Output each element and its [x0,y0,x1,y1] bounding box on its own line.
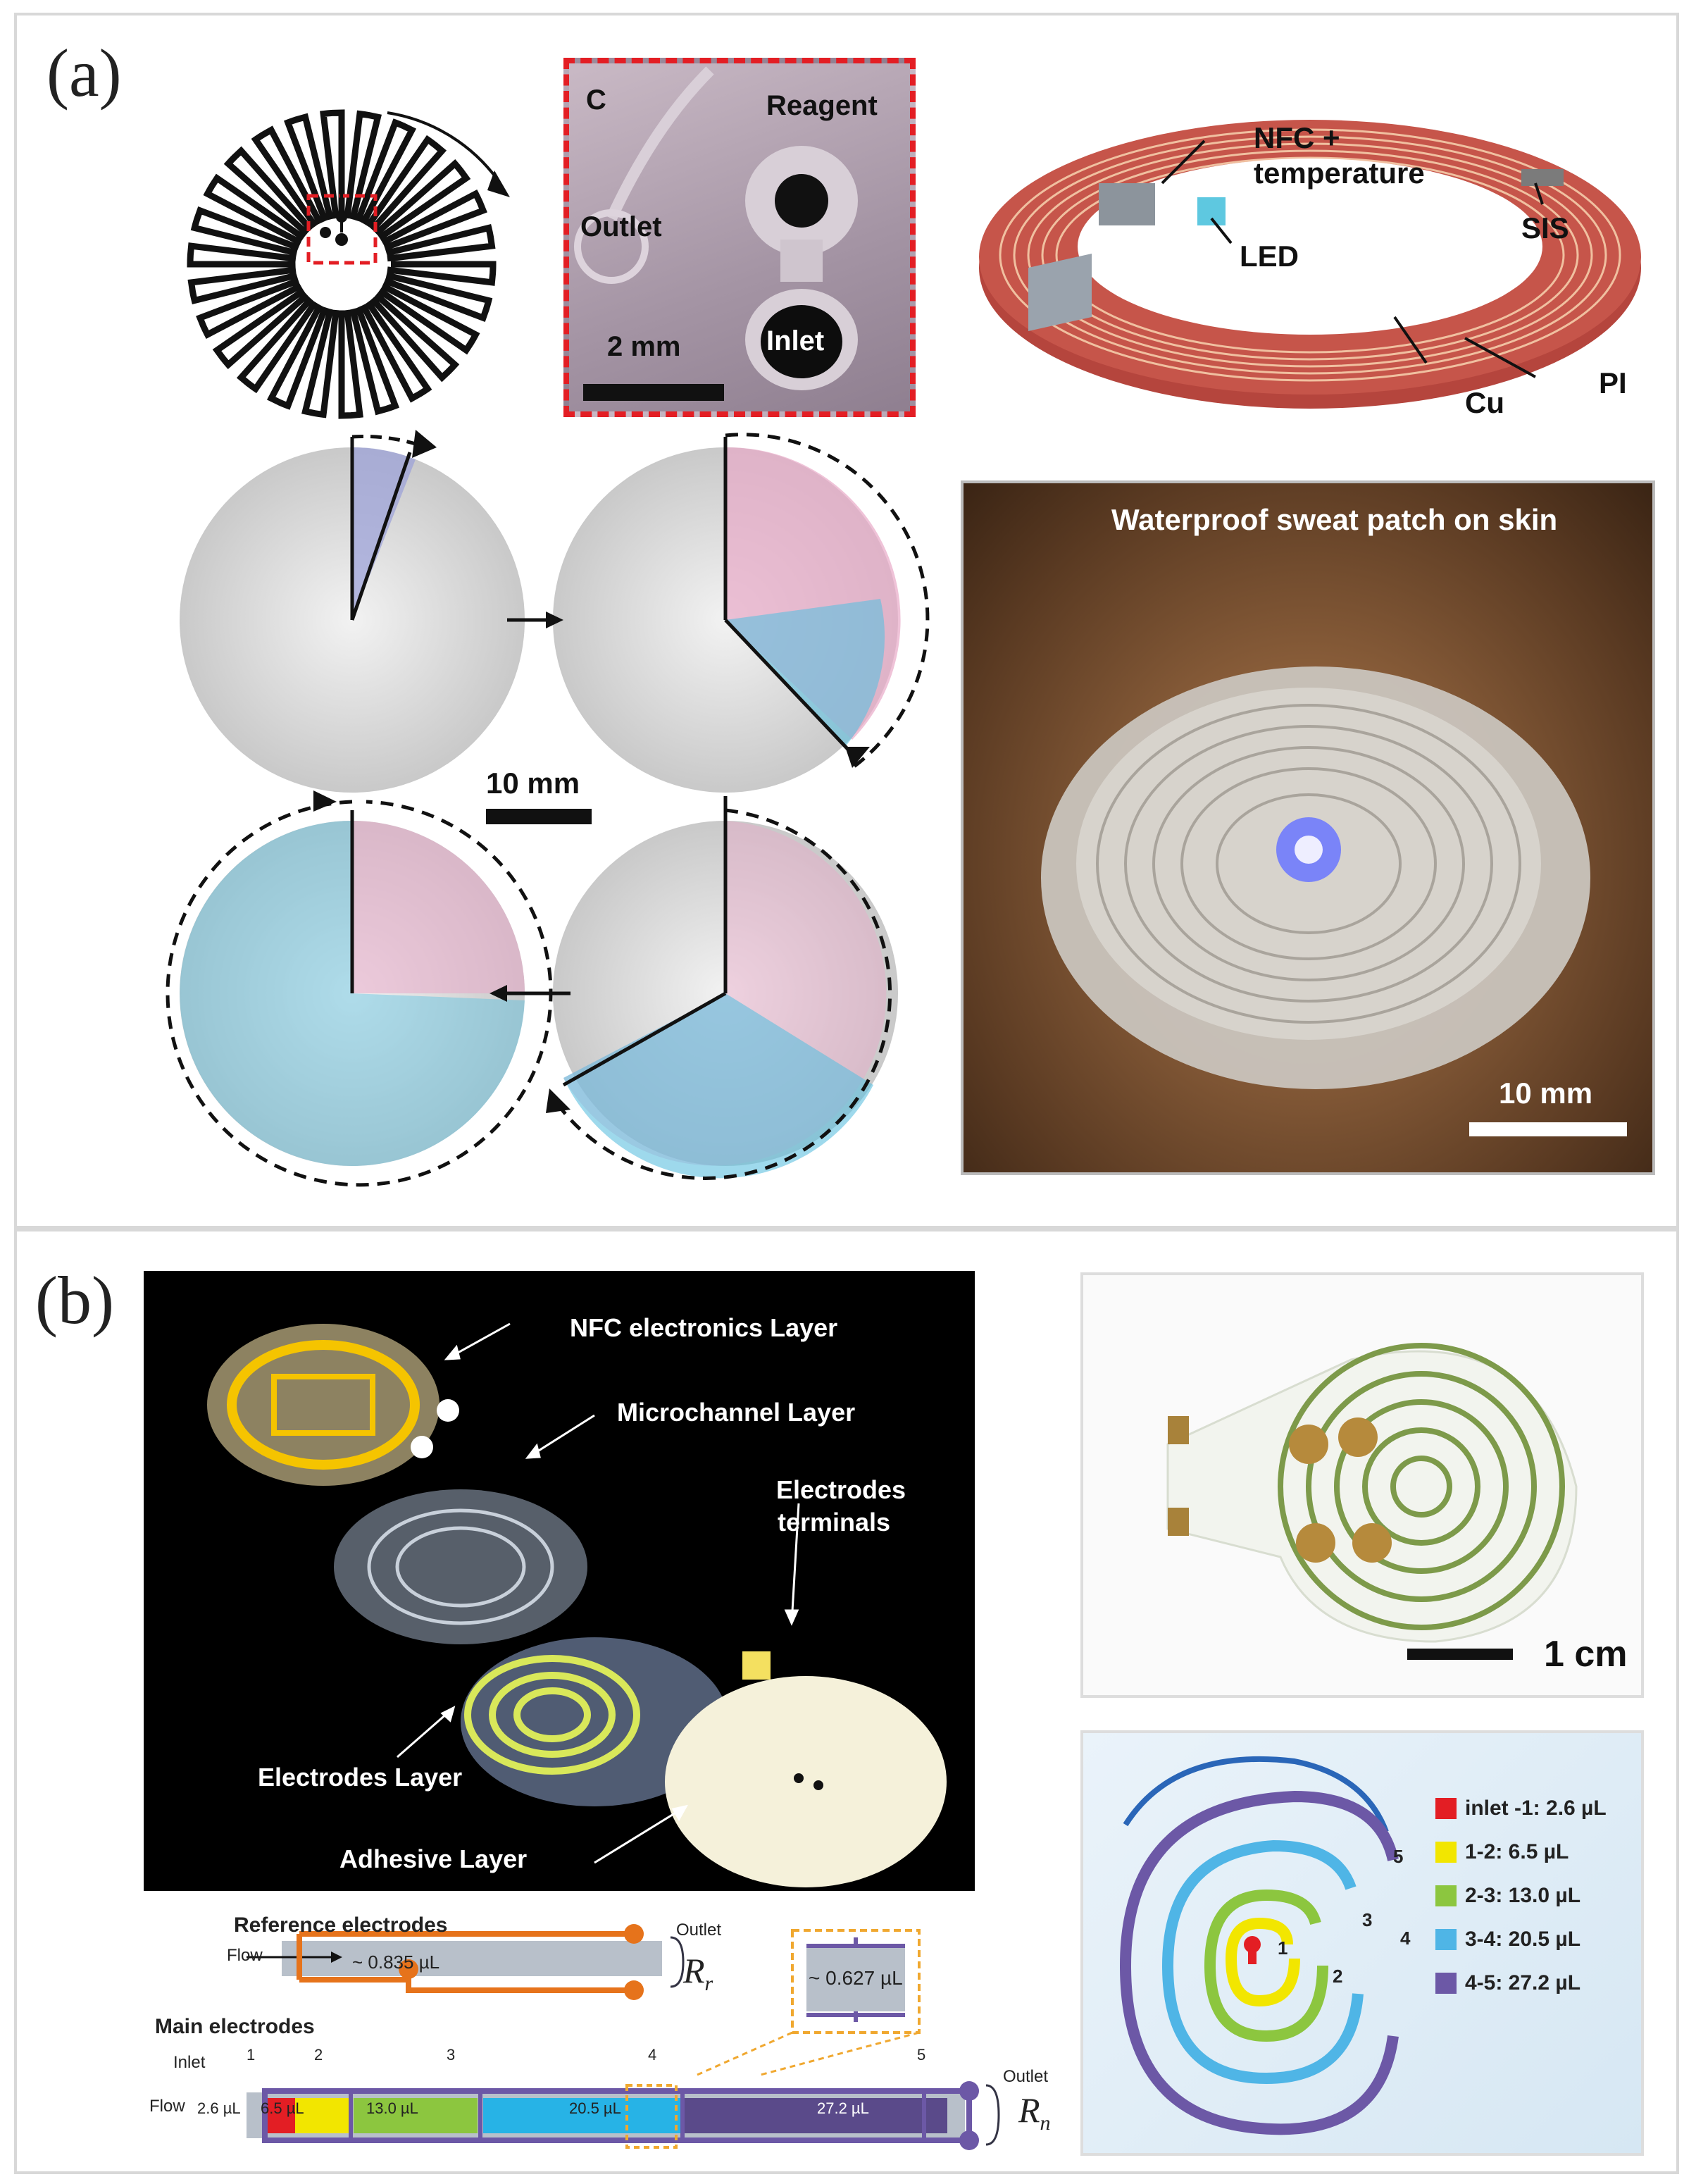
volume-legend: inlet -1: 2.6 µL 1-2: 6.5 µL 2-3: 13.0 µL 3… [1435,1797,1607,2015]
patch-scale-label: 10 mm [1499,1077,1593,1110]
outlet-label: Outlet [580,211,662,242]
rn-subscript: n [1040,2111,1051,2135]
segment-3-label: 13.0 µL [366,2099,418,2117]
spiral-scale-label: 1 cm [1544,1634,1628,1675]
spiral-marker-4: 4 [1400,1928,1411,1949]
pi-label: PI [1599,366,1627,399]
marker-1: 1 [247,2046,256,2064]
layer-nfc-label: NFC electronics Layer [570,1313,838,1342]
marker-2: 2 [314,2046,323,2064]
legend-label: 4-5: 27.2 µL [1465,1971,1581,1994]
main-flow-label: Flow [149,2097,185,2116]
rn-symbol: R [1018,2090,1040,2130]
spiral-marker-3: 3 [1362,1909,1373,1930]
segment-5-label: 27.2 µL [817,2099,869,2117]
led-label: LED [1240,240,1299,273]
marker-3: 3 [447,2046,456,2064]
main-outlet-label: Outlet [1003,2067,1049,2086]
spiral-marker-5: 5 [1393,1846,1404,1867]
inlet-zoom-photo: C Outlet Reagent Inlet 2 mm [563,58,916,417]
filling-sequence-diagram [166,430,930,1187]
spiral-device-photo: 1 cm [1080,1272,1644,1698]
layer-adhesive-label: Adhesive Layer [339,1844,528,1873]
ref-flow-label: Flow [227,1946,263,1965]
sweat-patch-photo: Waterproof sweat patch on skin 10 mm [961,480,1655,1175]
legend-label: 3-4: 20.5 µL [1465,1928,1581,1951]
ref-outlet-label: Outlet [676,1921,722,1940]
inlet-label: Inlet [766,325,825,356]
exploded-layers-photo: NFC electronics Layer Microchannel Layer… [144,1271,975,1891]
panel-b-label: (b) [35,1262,114,1338]
rr-symbol: R [683,1951,705,1990]
patch-title: Waterproof sweat patch on skin [1111,503,1558,536]
spiral-marker-2: 2 [1333,1966,1343,1987]
terminals-label-line1: Electrodes [776,1475,906,1504]
cu-label: Cu [1465,386,1504,419]
terminals-label-line2: terminals [778,1508,891,1537]
main-electrodes-title: Main electrodes [155,2015,315,2038]
sis-label: SIS [1521,211,1569,244]
serpentine-channel [187,109,497,419]
rr-subscript: r [704,1972,713,1995]
segment-1-label: 2.6 µL [197,2099,241,2117]
zoom-corner-label: C [586,85,606,116]
legend-item: 3-4: 20.5 µL [1435,1928,1607,1952]
legend-item: 1-2: 6.5 µL [1435,1840,1607,1864]
electrode-schematic [247,1924,1000,2150]
segment-2-label: 6.5 µL [261,2099,304,2117]
legend-swatch [1435,1973,1457,1994]
legend-label: 2-3: 13.0 µL [1465,1884,1581,1907]
legend-item: 4-5: 27.2 µL [1435,1971,1607,1995]
colored-spiral-photo: inlet -1: 2.6 µL 1-2: 6.5 µL 2-3: 13.0 µL 3… [1080,1730,1644,2156]
zoom-scale-label: 2 mm [607,331,681,362]
marker-5: 5 [917,2046,926,2064]
sequence-scale-label: 10 mm [486,767,580,800]
nfc-label-line2: temperature [1254,156,1425,190]
legend-item: 2-3: 13.0 µL [1435,1884,1607,1908]
nfc-label-line1: NFC + [1254,121,1340,154]
panel-a-label: (a) [46,35,122,111]
ref-volume-label: ~ 0.835 µL [352,1952,440,1973]
layer-micro-label: Microchannel Layer [617,1398,856,1427]
legend-swatch [1435,1798,1457,1819]
serpentine-channel-diagram [187,109,510,419]
zoom-volume-label: ~ 0.627 µL [809,1967,903,1989]
reagent-label: Reagent [766,90,878,121]
ref-electrodes-title: Reference electrodes [234,1913,448,1937]
legend-swatch [1435,1929,1457,1950]
legend-swatch [1435,1842,1457,1863]
main-inlet-label: Inlet [173,2053,206,2072]
marker-4: 4 [648,2046,657,2064]
layer-electrodes-label: Electrodes Layer [258,1763,463,1792]
legend-item: inlet -1: 2.6 µL [1435,1797,1607,1820]
nfc-device-diagram [979,120,1641,409]
segment-4-label: 20.5 µL [569,2099,621,2117]
legend-swatch [1435,1885,1457,1906]
spiral-marker-1: 1 [1278,1937,1288,1959]
legend-label: 1-2: 6.5 µL [1465,1840,1569,1863]
rotation-arrow-icon [487,170,510,197]
legend-label: inlet -1: 2.6 µL [1465,1797,1607,1820]
